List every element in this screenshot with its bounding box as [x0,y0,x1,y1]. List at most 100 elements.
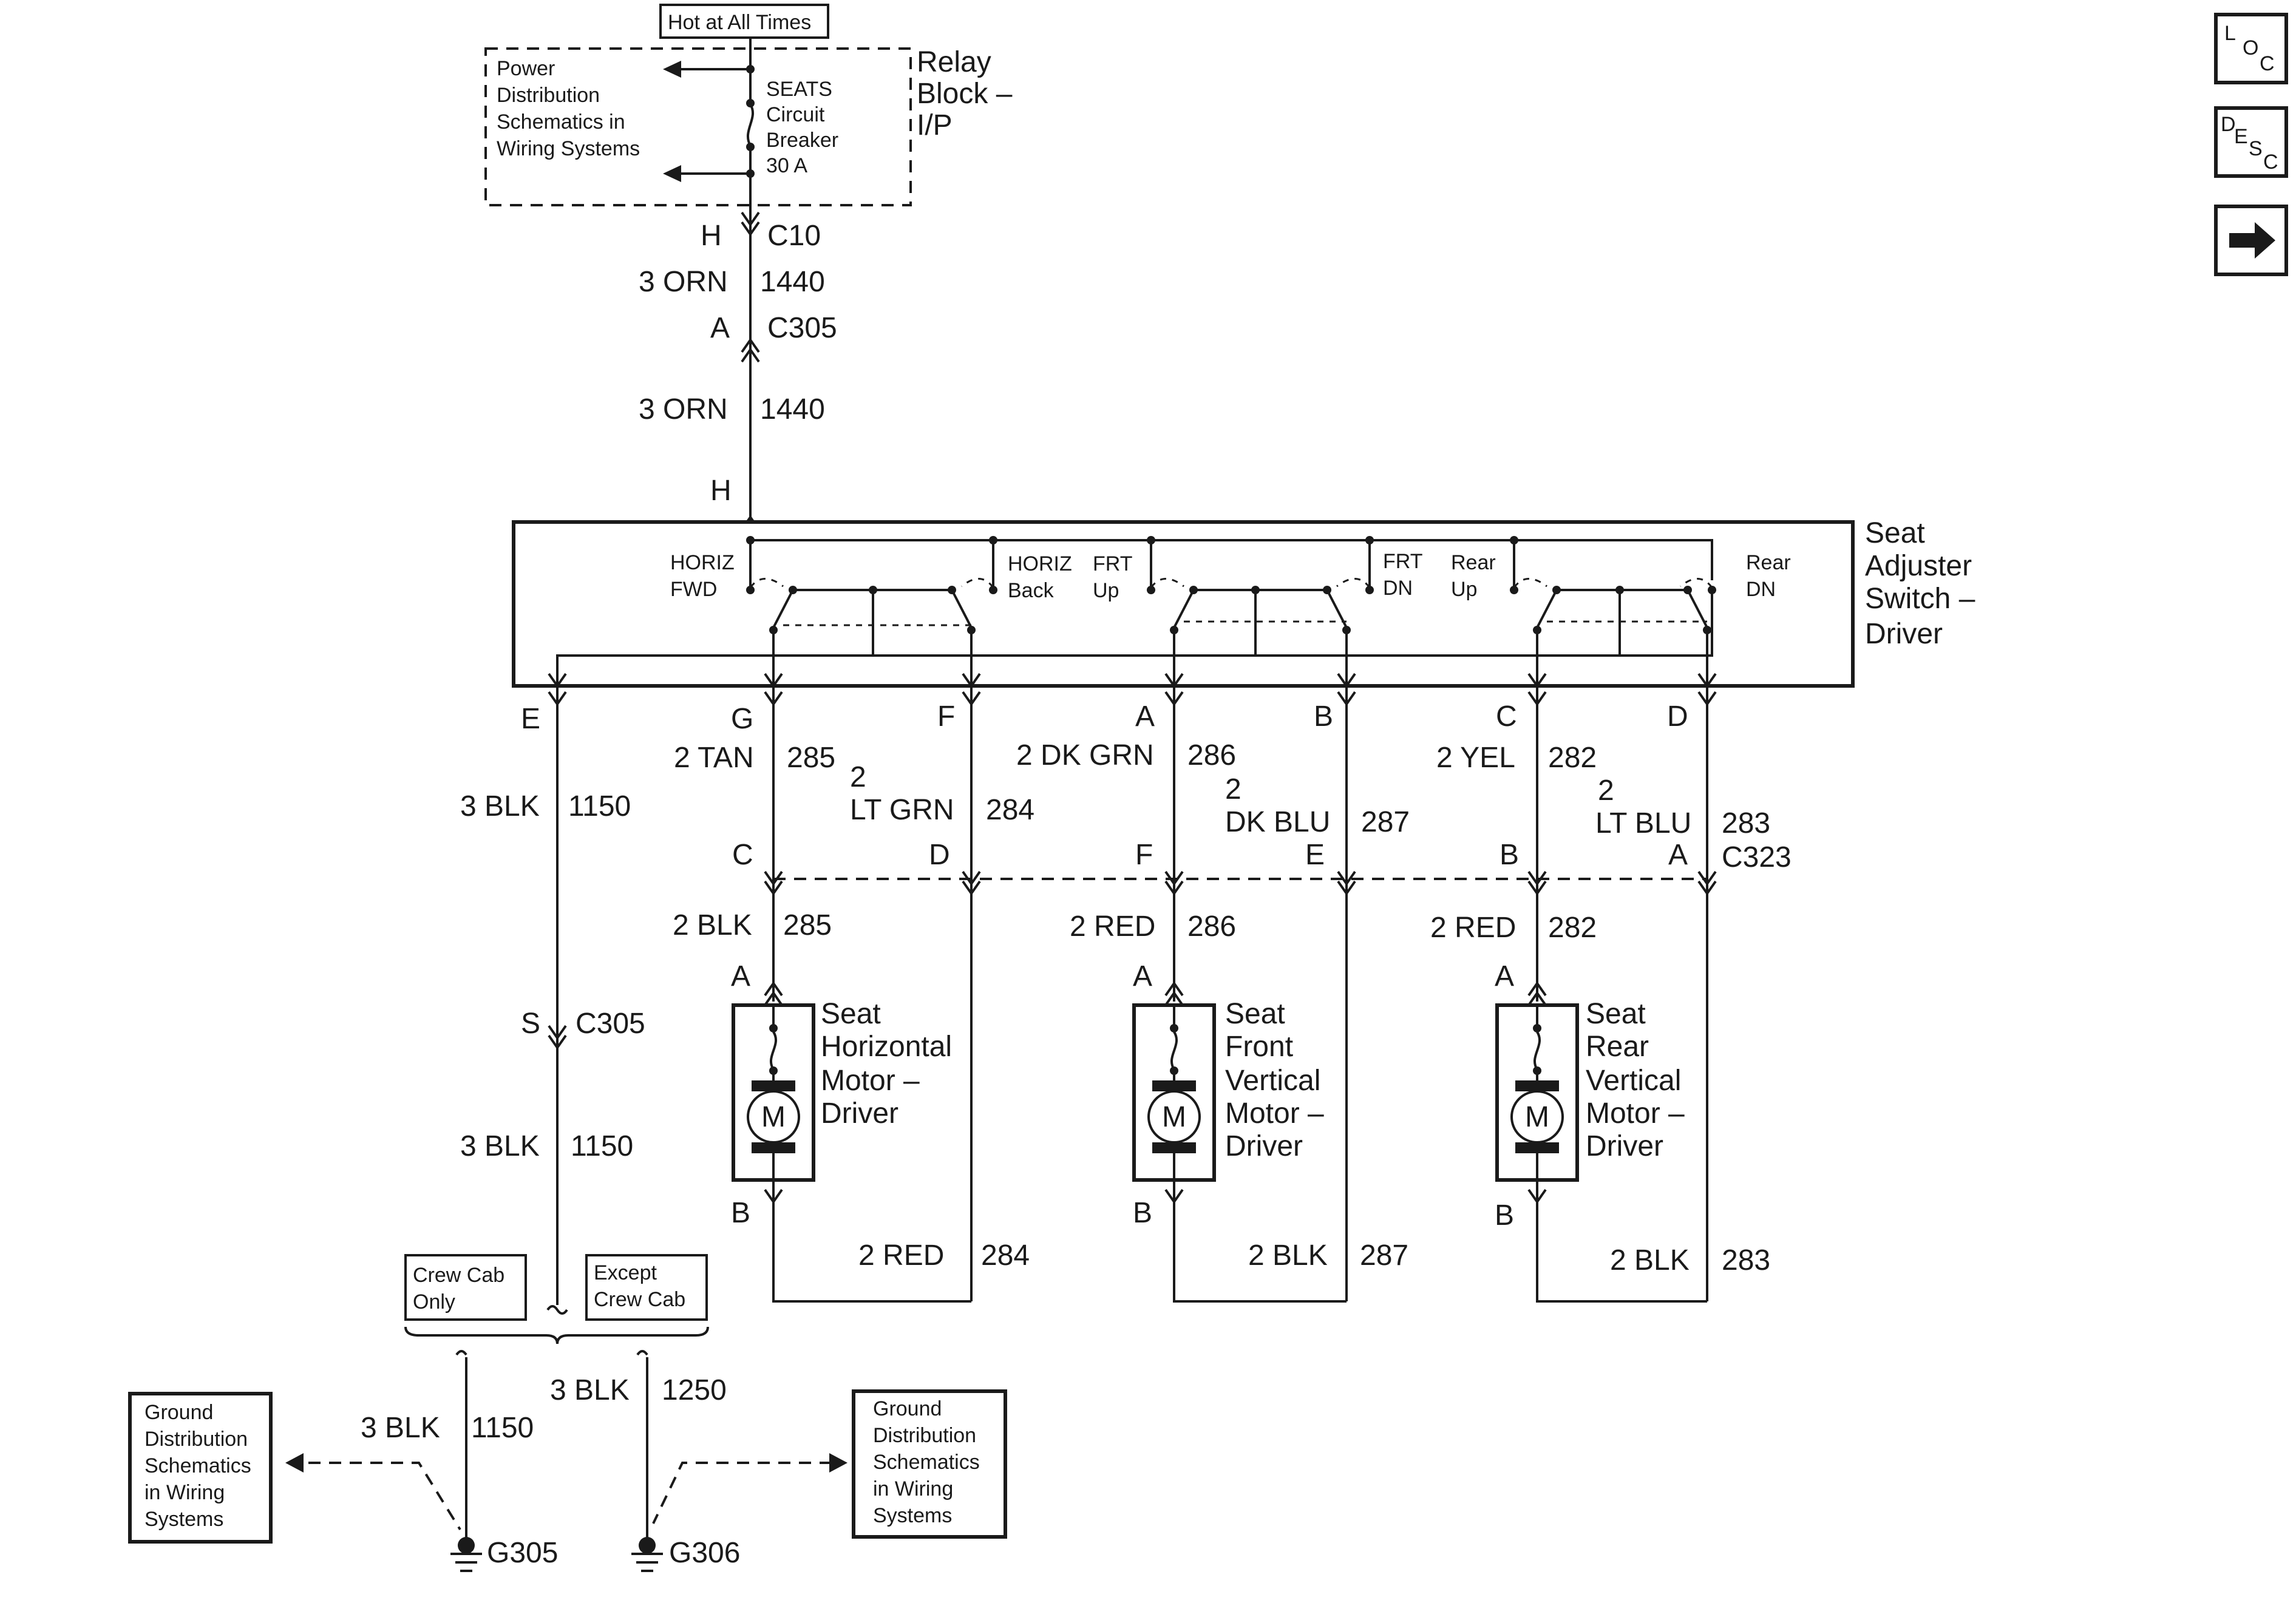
motor-3-pin-top: A [1495,960,1514,992]
breaker-line-4: 30 A [766,154,807,177]
switch-pin-arrows-top [548,673,1717,688]
desc-button-s: S [2249,137,2263,160]
switch-bus [749,539,1713,590]
switch-pin-b: B [1314,700,1333,733]
gang-rear-dot-4 [1510,586,1518,594]
motor-3-name-line-4: Motor – [1586,1097,1685,1130]
motor-3-name-line-2: Rear [1586,1031,1649,1063]
switch-gang-rear [1510,578,1716,656]
contact-rear-up-1: Rear [1451,551,1496,574]
feed-wire1-color: 3 ORN [639,266,728,298]
c323-arrows-2 [764,880,1717,896]
switch-pin-f: F [937,700,955,733]
switch-outline [512,520,1855,688]
c305-connector-symbol [741,337,760,363]
motor-rear-vertical: A M Seat Rear Vertical Motor – Driver B … [1495,960,1770,1303]
s-c305-arrows [548,1025,567,1050]
c323-connector: C323 C D F E B A 2 BLK 285 2 RED 286 2 R… [673,839,1792,944]
g305-label: G305 [487,1537,558,1569]
motor-2-name-line-3: Vertical [1225,1065,1320,1097]
ground-wire-circuit: 1150 [571,1130,633,1162]
gnd-dist-left-line-5: Systems [144,1508,223,1531]
motor-horizontal: A M Seat Horizontal Motor – Driver B 2 R… [731,960,1030,1303]
switch-name-line-2: Adjuster [1865,550,1972,582]
ground-brace [404,1326,709,1344]
switch-name-line-1: Seat [1865,517,1925,549]
desc-button-d: D [2221,113,2236,136]
bus-dot-3 [1147,536,1155,544]
wire-f-color-num: 2 [850,761,866,793]
gang-horiz-dot-2 [869,586,877,594]
gang-front-dot-1 [1189,586,1198,594]
gnd-ref-left-arrowhead [285,1453,304,1473]
gang-front-dot-3 [1323,586,1331,594]
relay-block: Hot at All Times Relay Block – I/P Power… [484,4,1013,206]
gang-horiz-dot-1 [789,586,797,594]
c10-connector-symbol [741,211,760,237]
motor-3-brush-bottom [1515,1142,1559,1153]
motor-3-brush-top [1515,1080,1559,1091]
switch-pin-arrows-bottom [548,691,1717,707]
motor-2-brush-bottom [1152,1142,1196,1153]
switch-name-line-4: Driver [1865,618,1943,650]
motor-1-dot-1 [769,1024,778,1032]
crew-cab-only-box [404,1254,527,1321]
g305-ground-icon [450,1530,482,1572]
motor-2-name-line-5: Driver [1225,1130,1303,1162]
feed-wire2-circuit: 1440 [760,393,825,425]
motor-1-pin-bottom: B [731,1197,750,1229]
desc-button[interactable]: D E S C [2214,106,2288,178]
motor-1-brush-bottom [752,1142,795,1153]
feed-wire2-color: 3 ORN [639,393,728,425]
c323-pin-b: B [1500,839,1519,871]
power-dist-line-2: Distribution [497,84,600,107]
wire-b-circuit: 287 [1361,806,1410,838]
loc-button-o: O [2243,36,2258,59]
ground-section: S C305 3 BLK 1150 Crew Cab Only Except C… [128,1008,1007,1572]
loc-button[interactable]: L O C [2214,13,2288,84]
crew-cab-only-line-2: Only [413,1290,455,1314]
wire-c-color: 2 YEL [1436,742,1515,774]
breaker-node-1 [746,99,755,107]
gnd-dist-right-box [852,1389,1007,1539]
g306-ground-dot [639,1537,656,1554]
contact-frt-dn-1: FRT [1383,550,1422,573]
motor-3-top-arrows [1527,981,1547,1006]
motor-wire-2-color: 2 RED [1070,910,1155,943]
motor-wire-3-color: 2 RED [1430,912,1516,944]
wire-g-color: 2 TAN [674,742,754,774]
gnd-dist-left-line-3: Schematics [144,1454,251,1477]
c10-name: C10 [767,220,821,252]
return-wire-3-circuit: 283 [1722,1244,1770,1276]
motor-2-name-line-1: Seat [1225,998,1285,1030]
c323-pin-c: C [732,839,753,871]
return-wire-2-circuit: 287 [1360,1239,1408,1272]
motor-front-vertical: A M Seat Front Vertical Motor – Driver B… [1132,960,1408,1303]
contact-frt-dn-2: DN [1383,577,1413,600]
motor-wire-1-circuit: 285 [783,909,832,941]
c323-pin-a: A [1668,839,1688,871]
feed-wire1-circuit: 1440 [760,266,825,298]
loc-button-frame[interactable] [2214,13,2288,84]
contact-rear-dn-1: Rear [1746,551,1791,574]
desc-button-e: E [2234,125,2248,148]
gang-rear-dot-2 [1615,586,1624,594]
switch-pin-h: H [710,475,732,507]
ground-left-circuit: 1150 [471,1412,534,1444]
contact-rear-up-2: Up [1451,578,1477,601]
c323-name: C323 [1722,841,1792,873]
ground-branch-left [455,1350,467,1530]
c10-pin: H [701,220,722,252]
next-button[interactable] [2214,205,2288,276]
motor-1-pin-top: A [731,960,750,992]
gang-horiz-dot-4 [746,586,755,594]
desc-button-frame[interactable] [2214,106,2288,178]
gang-rear-blades [1536,589,1708,628]
gang-rear-dot-1 [1552,586,1561,594]
wire-e-color: 3 BLK [460,790,540,822]
gang-front-dashes [1150,578,1371,623]
wire-b-color-num: 2 [1225,773,1241,805]
c323-pin-f: F [1135,839,1153,871]
switch-gang-horiz [746,578,997,656]
ground-splice [546,1263,568,1315]
